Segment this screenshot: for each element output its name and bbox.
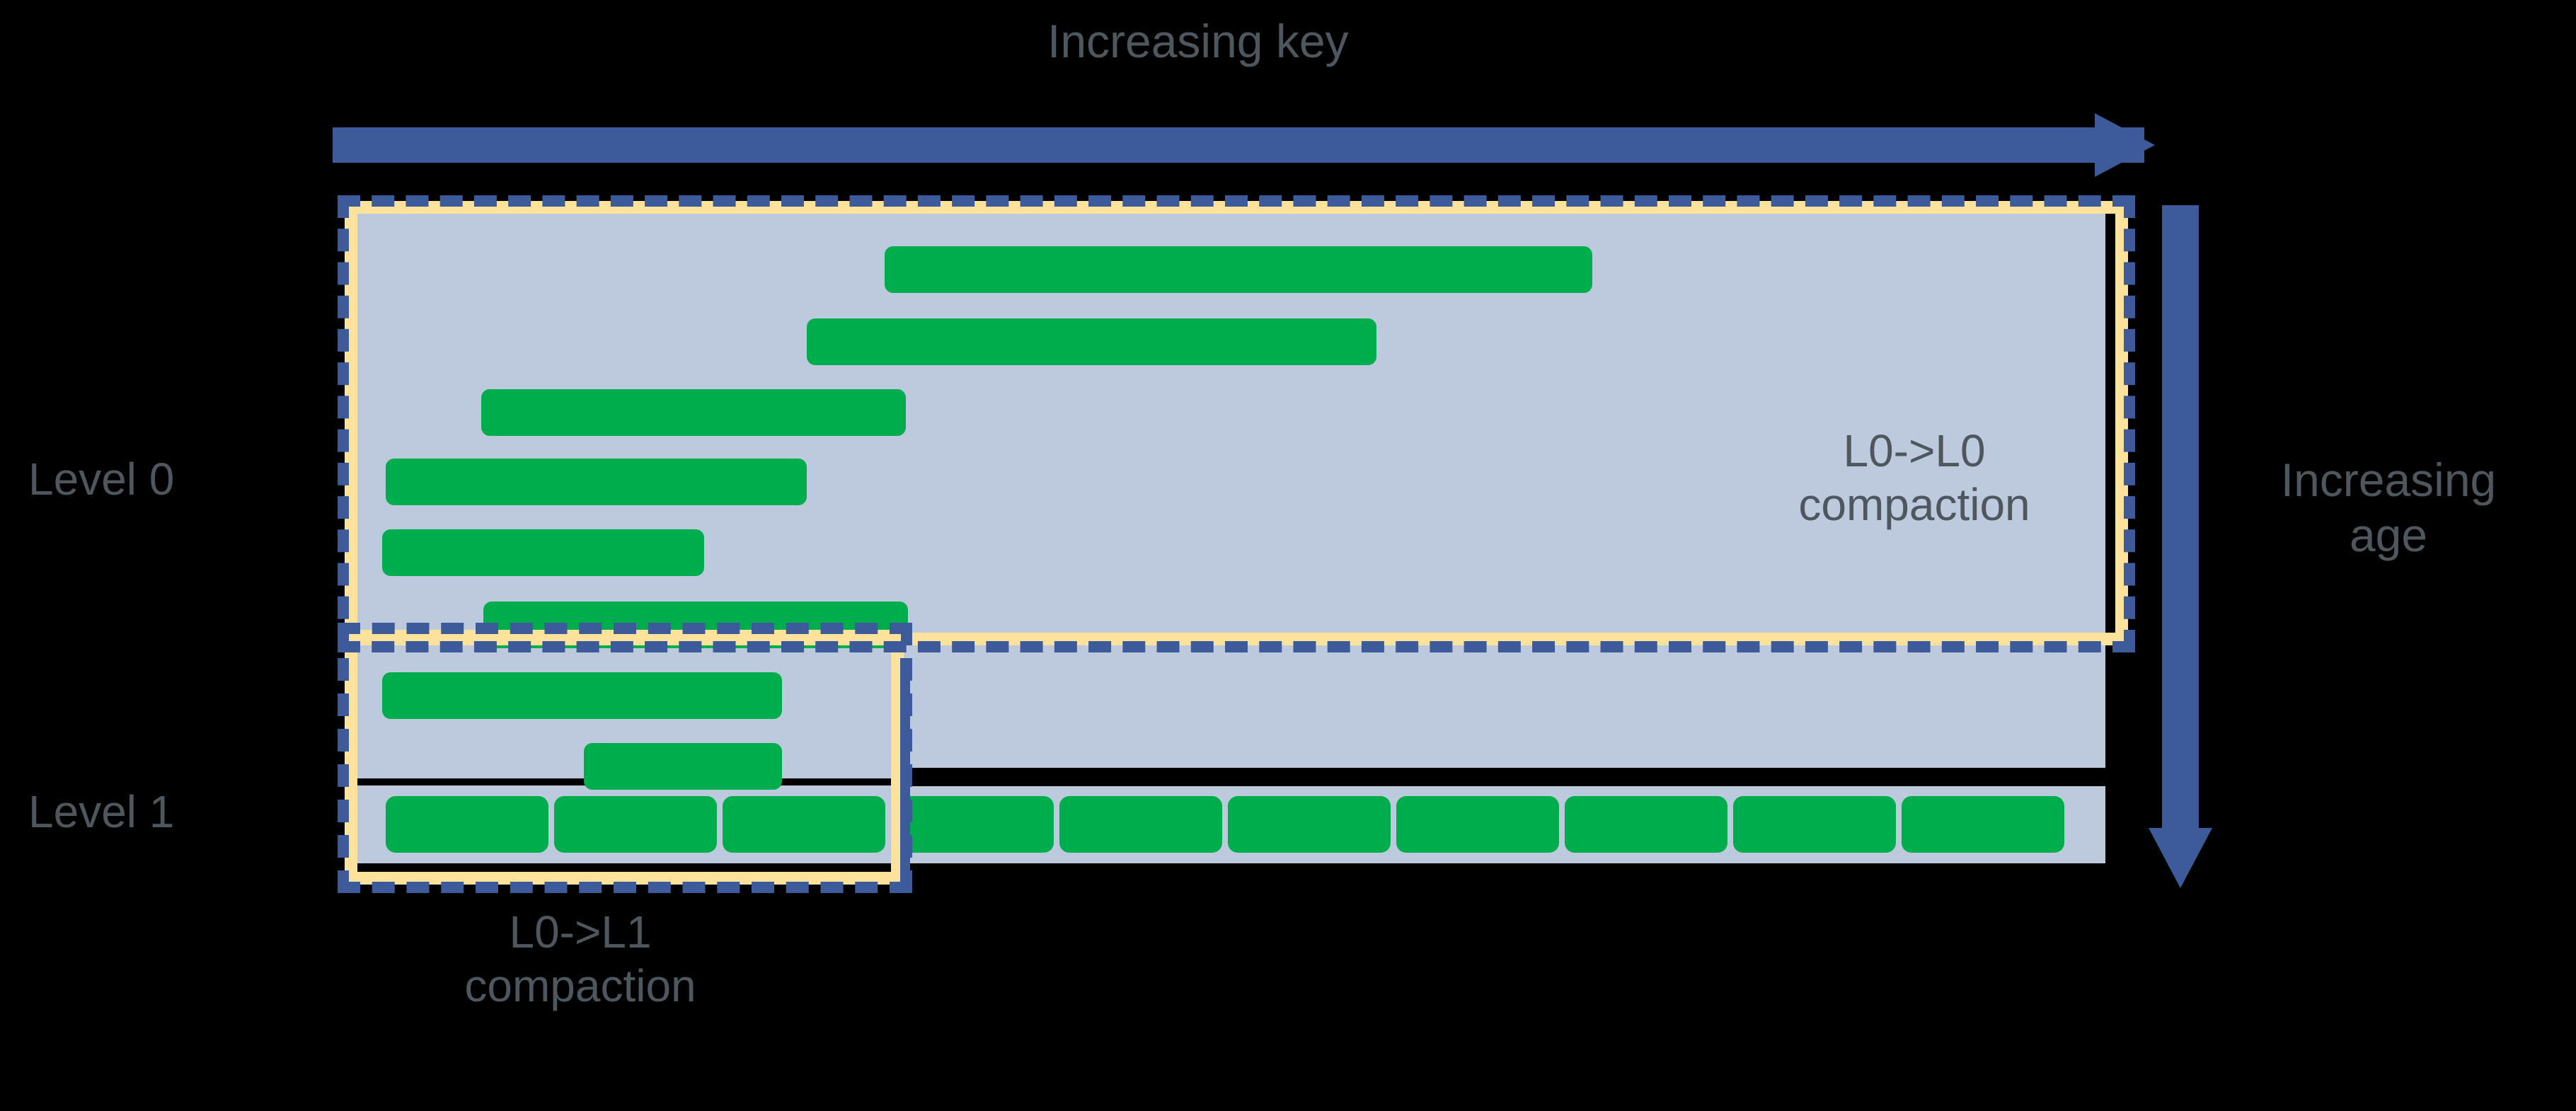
increasing-age-arrow-shaft [2162,205,2199,835]
level-1-sstable [891,796,1054,853]
level-0-sstable [885,246,1592,293]
level-0-sstable [481,389,906,436]
level-separator-gap [909,768,2112,786]
increasing-key-arrow-head-icon [2095,113,2155,177]
level-1-sstable [1733,796,1896,853]
level-1-label: Level 1 [28,786,175,837]
level-0-sstable [807,318,1376,365]
increasing-key-arrow-shaft [333,127,2144,163]
level-1-sstable [723,796,885,853]
level-1-sstable [1059,796,1222,853]
level-0-sstable [483,601,908,648]
increasing-age-axis-label: Increasing age [2280,454,2497,561]
level-1-sstable [1902,796,2064,853]
level-1-sstable [1228,796,1391,853]
level-0-label: Level 0 [28,454,175,505]
level-0-sstable [386,459,807,505]
increasing-key-axis-label: Increasing key [1047,15,1349,67]
level-1-sstable [554,796,717,853]
level-0-sstable [382,672,782,719]
l0-l0-compaction-label: L0->L0 compaction [1798,425,2030,530]
level-0-sstable [584,743,782,790]
increasing-age-arrow-head-icon [2149,828,2212,888]
level-0-sstable [382,529,704,576]
l0-l1-compaction-right-edge [900,658,910,892]
level-1-sstable [386,796,548,853]
l0-l1-compaction-label: L0->L1 compaction [464,906,696,1011]
level-1-sstable [1565,796,1727,853]
level-1-sstable [1396,796,1559,853]
